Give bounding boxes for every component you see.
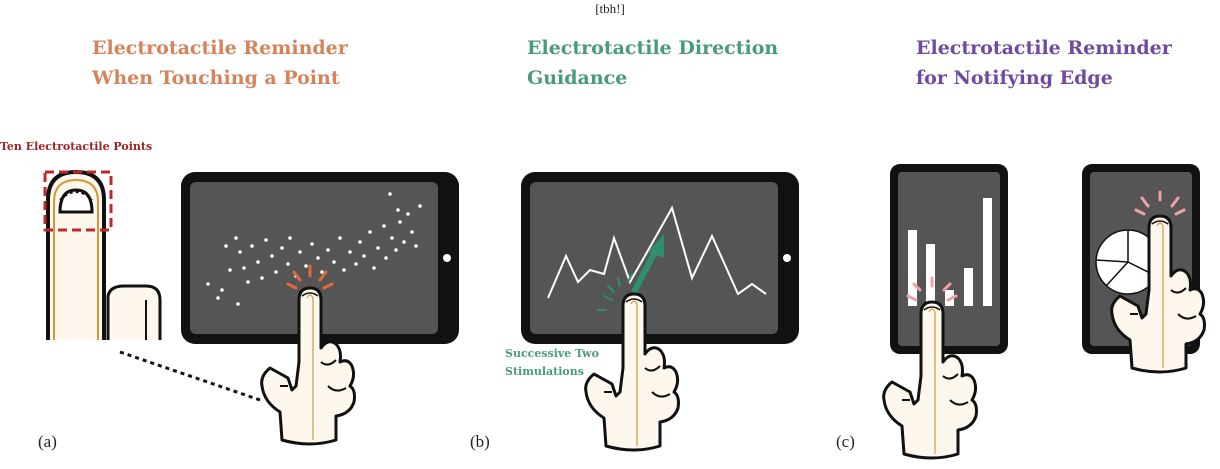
- successive-label-line2: Stimulations: [505, 365, 584, 378]
- panel-b-title: Electrotactile Direction Guidance: [527, 33, 778, 93]
- panel-c-label: (c): [836, 432, 855, 451]
- panel-a-tablet: [181, 172, 459, 344]
- successive-stimulations-label: Successive Two Stimulations: [505, 345, 599, 381]
- panel-a-label: (a): [38, 432, 57, 451]
- panel-c-pie-chart: [1095, 229, 1161, 295]
- figure-placement-tag: [tbh!]: [595, 1, 625, 16]
- panel-a-stimulation-marks: [286, 264, 334, 290]
- panel-b-title-line1: Electrotactile Direction: [527, 37, 779, 59]
- panel-a-title: Electrotactile Reminder When Touching a …: [92, 33, 348, 93]
- panel-a-scatter-points: [206, 192, 422, 306]
- panel-b-title-line2: Guidance: [527, 67, 628, 89]
- panel-c-left-stimulation-marks: [906, 276, 958, 302]
- zoom-connector-line: [119, 350, 261, 402]
- panel-c-tablet-left: [890, 164, 1008, 354]
- panel-b-stimulation-marks: [597, 273, 633, 311]
- panel-b-label: (b): [470, 432, 490, 451]
- ten-points-label: Ten Electrotactile Points: [0, 140, 153, 153]
- panel-c-title-line2: for Notifying Edge: [916, 67, 1113, 89]
- panel-b-direction-arrow: [631, 234, 664, 294]
- ten-points-dashed-box: [43, 170, 113, 232]
- panel-a-title-line2: When Touching a Point: [92, 67, 340, 89]
- panel-a-title-line1: Electrotactile Reminder: [92, 37, 348, 59]
- panel-b-line-graph: [547, 205, 767, 299]
- panel-c-title: Electrotactile Reminder for Notifying Ed…: [916, 33, 1172, 93]
- successive-label-line1: Successive Two: [505, 347, 599, 360]
- panel-c-title-line1: Electrotactile Reminder: [916, 37, 1172, 59]
- panel-c-right-stimulation-marks: [1134, 190, 1186, 216]
- panel-b-tablet: [521, 172, 799, 344]
- panel-a-finger-closeup: [46, 169, 162, 340]
